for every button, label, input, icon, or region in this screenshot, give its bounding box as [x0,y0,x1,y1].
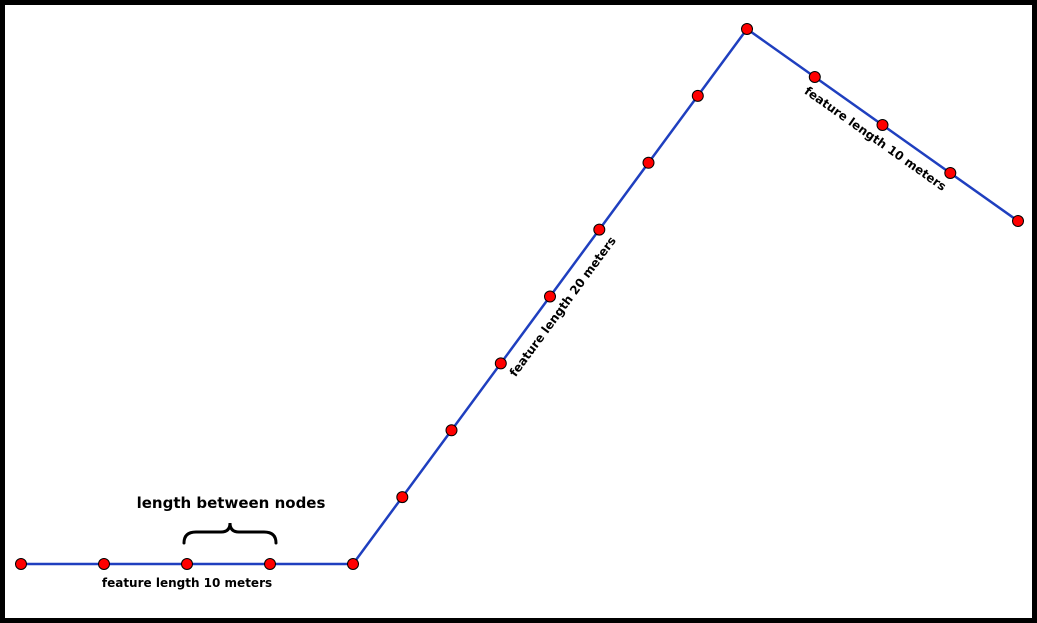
node-marker [15,558,27,570]
node-marker [593,223,606,236]
curly-brace-icon [182,522,278,545]
node-marker [808,71,821,83]
node-marker [642,156,655,169]
length-between-nodes-label: length between nodes [137,494,326,512]
node-marker [396,491,409,504]
node-marker [347,558,359,570]
node-marker [876,119,889,131]
node-marker [1012,215,1024,227]
node-marker [445,424,458,437]
line-nodes-diagram: length between nodes feature length 10 m… [15,23,1024,590]
segment-3-length-label: feature length 10 meters [802,84,949,194]
diagram-frame: length between nodes feature length 10 m… [5,5,1032,618]
segment-1-length-label: feature length 10 meters [102,576,272,590]
segment-2-length-label: feature length 20 meters [507,234,619,379]
node-marker [181,558,193,570]
node-marker [544,290,556,303]
feature-line [21,27,1019,566]
node-marker [691,89,704,102]
node-marker [741,23,753,35]
node-marker [944,167,957,179]
node-marker [494,357,507,370]
node-marker [264,558,276,570]
node-markers [15,23,1024,570]
node-marker [98,558,110,570]
